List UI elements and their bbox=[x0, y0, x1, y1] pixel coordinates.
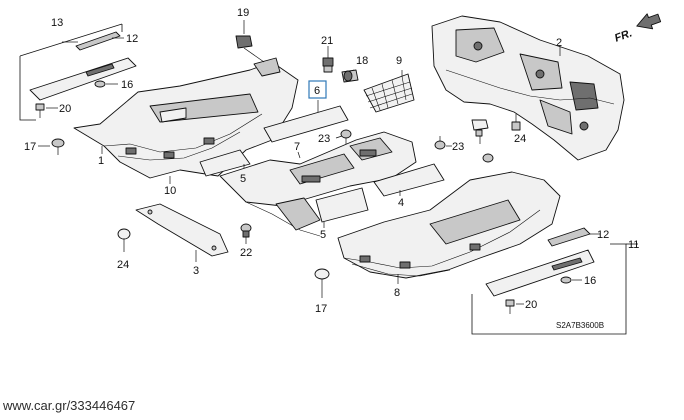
callout-16a: 16 bbox=[121, 79, 133, 91]
callout-24b: 24 bbox=[117, 259, 129, 271]
callout-4: 4 bbox=[398, 197, 404, 209]
grommet-24a bbox=[117, 228, 131, 252]
clip-23a bbox=[340, 129, 352, 144]
sill-garnish-clip-strip-right bbox=[547, 227, 591, 247]
callout-12a: 12 bbox=[126, 33, 138, 45]
fr-arrow-icon bbox=[636, 13, 662, 30]
callout-1: 1 bbox=[98, 155, 104, 167]
clip-21 bbox=[322, 46, 334, 73]
center-carpet-7 bbox=[219, 131, 417, 237]
clip-23c bbox=[482, 153, 494, 163]
callout-8: 8 bbox=[394, 287, 400, 299]
callout-2: 2 bbox=[556, 37, 562, 49]
grommet-17b bbox=[314, 268, 330, 298]
watermark-text: www.car.gr/333446467 bbox=[3, 398, 136, 413]
callout-12b: 12 bbox=[597, 229, 609, 241]
callout-22: 22 bbox=[240, 247, 252, 259]
callout-20b: 20 bbox=[525, 299, 537, 311]
part-code: S2A7B3600B bbox=[556, 321, 604, 330]
callout-20a: 20 bbox=[59, 103, 71, 115]
callout-23b: 23 bbox=[452, 141, 464, 153]
clip-16a bbox=[94, 80, 106, 88]
callout-18: 18 bbox=[356, 55, 368, 67]
callout-11: 11 bbox=[628, 239, 639, 251]
callout-17a: 17 bbox=[24, 141, 36, 153]
clip-23b bbox=[434, 136, 452, 150]
dashboard-insulator-2 bbox=[431, 15, 625, 161]
callout-5a: 5 bbox=[240, 173, 246, 185]
floor-carpet-right bbox=[337, 171, 561, 284]
callout-17b: 17 bbox=[315, 303, 327, 315]
grommet-24b bbox=[471, 119, 489, 144]
clip-19 bbox=[235, 20, 265, 63]
direction-label: FR. bbox=[613, 27, 634, 44]
callout-13: 13 bbox=[51, 17, 63, 29]
sill-garnish-clip-strip bbox=[75, 31, 121, 51]
sill-garnish-right bbox=[485, 249, 595, 297]
inset-sill-right bbox=[471, 227, 638, 335]
callout-3: 3 bbox=[193, 265, 199, 277]
screw-20a bbox=[35, 103, 45, 118]
floor-carpet-left bbox=[73, 57, 299, 179]
callout-5b: 5 bbox=[320, 229, 326, 241]
callout-9: 9 bbox=[396, 55, 402, 67]
callout-24a: 24 bbox=[514, 133, 526, 145]
screw-20b bbox=[505, 299, 515, 314]
callout-16b: 16 bbox=[584, 275, 596, 287]
callout-7: 7 bbox=[294, 141, 300, 153]
insulator-4 bbox=[373, 163, 445, 197]
cargo-net-9 bbox=[363, 70, 415, 113]
callout-6: 6 bbox=[314, 85, 320, 97]
callout-23a: 23 bbox=[318, 133, 330, 145]
clip-24c bbox=[511, 114, 521, 131]
clip-16b bbox=[560, 276, 572, 284]
clip-22 bbox=[240, 223, 252, 244]
callout-21: 21 bbox=[321, 35, 333, 47]
callout-19: 19 bbox=[237, 7, 249, 19]
inset-sill-left bbox=[19, 23, 137, 121]
callout-10: 10 bbox=[164, 185, 176, 197]
grommet-18 bbox=[341, 69, 359, 83]
grommet-17a bbox=[38, 138, 65, 155]
insulator-5a bbox=[199, 149, 251, 177]
insulator-6 bbox=[263, 105, 349, 143]
bracket-3 bbox=[135, 203, 229, 262]
highlight-box-6 bbox=[308, 80, 327, 99]
insulator-5b bbox=[315, 187, 369, 223]
